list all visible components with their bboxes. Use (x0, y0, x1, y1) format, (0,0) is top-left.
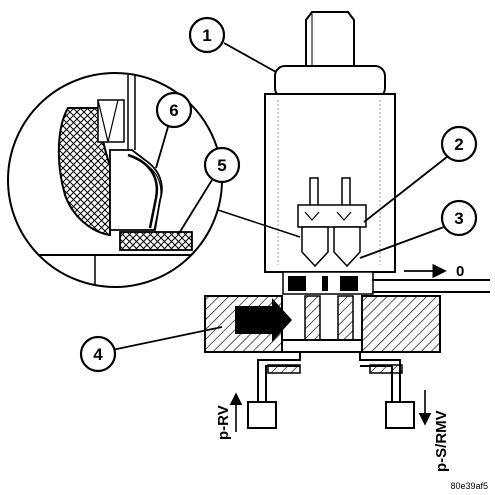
pressure-lines: p-RV p-S/RMV (215, 352, 450, 472)
valve-seat-ring (282, 271, 374, 295)
callout-1: 1 (188, 16, 226, 54)
callout-leaders (111, 42, 453, 351)
outlet-label: 0 (456, 263, 464, 280)
callout-2: 2 (440, 125, 478, 163)
callout-number: 5 (217, 156, 226, 175)
callout-6: 6 (155, 91, 193, 129)
callout-number: 4 (93, 345, 103, 364)
callout-number: 2 (454, 135, 463, 154)
callout-number: 6 (169, 101, 178, 120)
outlet-port: 0 (372, 263, 490, 293)
flow-direction-arrow-icon (235, 298, 292, 342)
housing-block (204, 295, 441, 374)
p-rv-port-box (247, 401, 277, 429)
solenoid-body (264, 65, 396, 273)
detail-leader-line (217, 209, 301, 238)
inlet-label: p-RV (215, 405, 232, 440)
p-s-rmv-port-box (385, 401, 415, 429)
valve-internals (297, 177, 367, 268)
callout-4: 4 (79, 335, 117, 373)
solenoid-plunger (305, 11, 355, 69)
callout-5: 5 (203, 146, 241, 184)
figure-code: 80e39af5 (450, 481, 488, 491)
callout-3: 3 (440, 199, 478, 237)
callout-number: 3 (454, 209, 463, 228)
callout-number: 1 (202, 26, 211, 45)
supply-label: p-S/RMV (433, 410, 450, 472)
